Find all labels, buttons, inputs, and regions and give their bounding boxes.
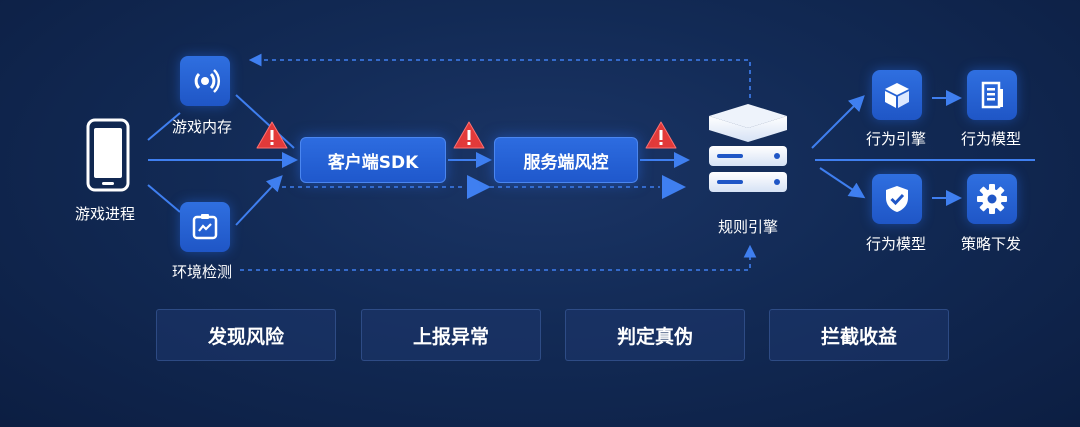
stage-verify-authenticity: 判定真伪 — [565, 309, 745, 361]
line-rule-shield — [819, 167, 866, 199]
label-policy-dispatch: 策略下发 — [961, 235, 1022, 253]
line-phone-env — [147, 184, 181, 213]
label-behavior-model-top: 行为模型 — [961, 130, 1022, 148]
label-game-memory: 游戏内存 — [172, 118, 233, 136]
warning-icon — [452, 120, 486, 150]
dashed-env-rule — [240, 244, 757, 271]
stage-report-anomaly: 上报异常 — [361, 309, 541, 361]
line-phone-memory — [147, 112, 181, 141]
label-behavior-model-bottom: 行为模型 — [866, 235, 927, 253]
building-icon — [967, 70, 1017, 120]
client-sdk-node: 客户端SDK — [300, 137, 446, 183]
label-rule-engine: 规则引擎 — [718, 218, 779, 236]
chart-frame-icon — [180, 202, 230, 252]
label-game-process: 游戏进程 — [75, 205, 136, 223]
shield-check-icon — [872, 174, 922, 224]
server-stack-icon — [703, 100, 793, 200]
server-risk-node: 服务端风控 — [494, 137, 638, 183]
phone-icon — [86, 118, 130, 192]
signal-icon — [180, 56, 230, 106]
gear-icon — [967, 174, 1017, 224]
stage-intercept-benefit: 拦截收益 — [769, 309, 949, 361]
warning-icon — [644, 120, 678, 150]
line-rule-behavior — [811, 95, 865, 149]
warning-icon — [255, 120, 289, 150]
label-behavior-engine: 行为引擎 — [866, 130, 927, 148]
dashed-feedback-top — [248, 53, 751, 98]
line-memory-sdk — [235, 94, 295, 149]
cube-icon — [872, 70, 922, 120]
line-env-sdk — [235, 175, 283, 226]
label-env-detect: 环境检测 — [172, 263, 233, 281]
stage-discover-risk: 发现风险 — [156, 309, 336, 361]
